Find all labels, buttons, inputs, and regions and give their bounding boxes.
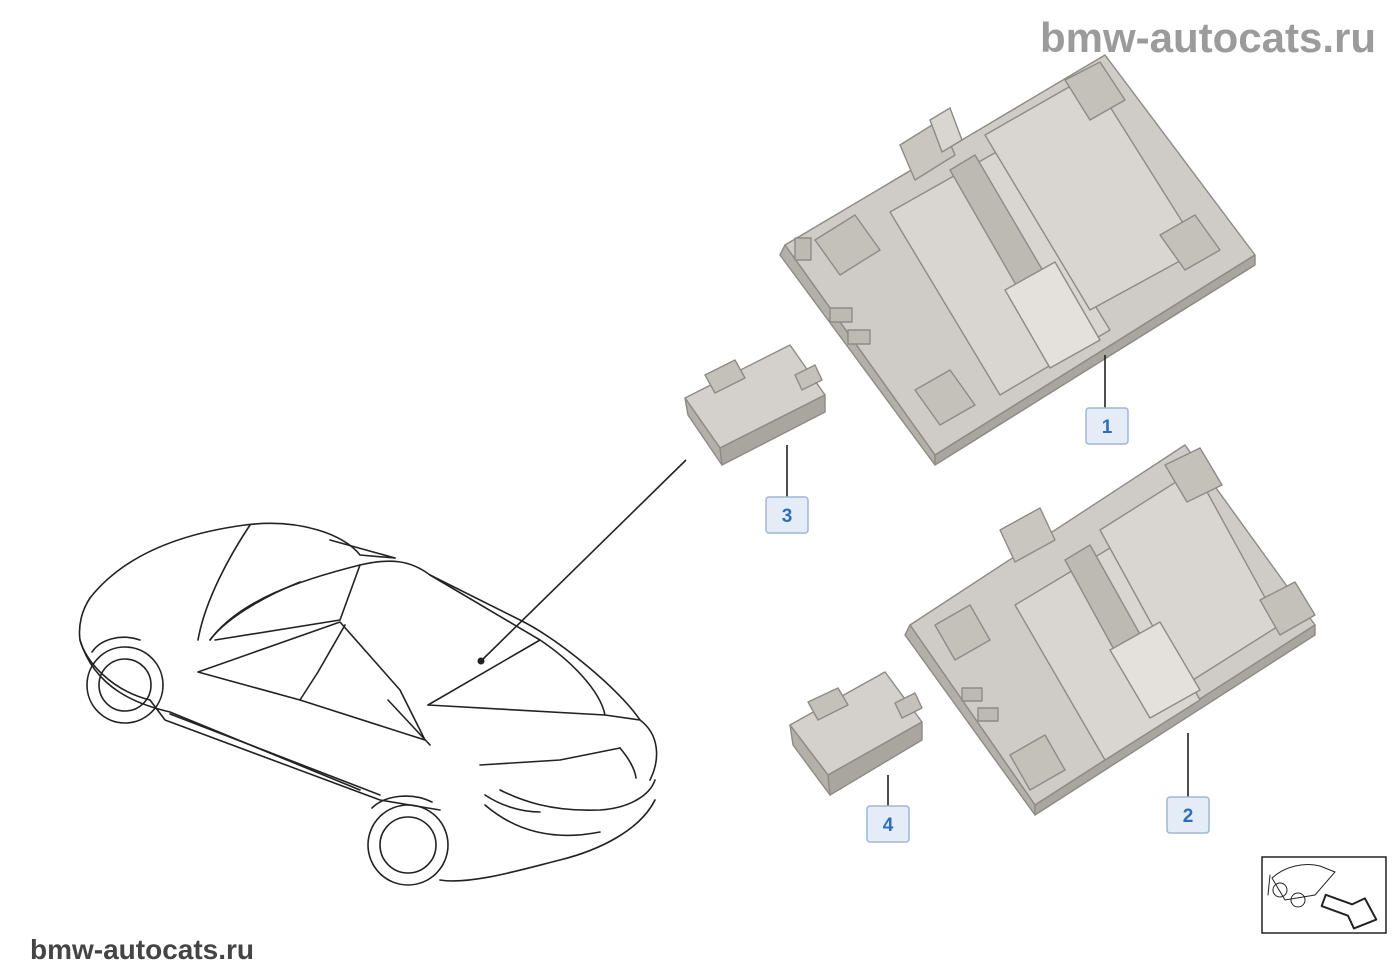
watermark-top: bmw-autocats.ru [1039, 14, 1376, 61]
callout-2: 2 [1166, 796, 1210, 834]
leader-lines [786, 355, 1189, 806]
nav-thumbnail[interactable] [1261, 856, 1387, 935]
leader-line-car [480, 459, 687, 662]
control-unit-2 [904, 444, 1316, 816]
callout-2-label: 2 [1183, 806, 1194, 827]
arrow-icon [1320, 893, 1378, 930]
car-outline-icon [1267, 864, 1336, 908]
module-3 [684, 344, 826, 466]
watermark-bottom: bmw-autocats.ru [30, 934, 255, 965]
callout-4: 4 [866, 805, 910, 843]
callout-1: 1 [1085, 407, 1129, 445]
callout-4-label: 4 [883, 815, 894, 836]
car-outline-icon [78, 522, 658, 886]
callout-1-label: 1 [1102, 417, 1113, 438]
callout-3-label: 3 [782, 506, 793, 527]
callout-3: 3 [765, 496, 809, 534]
module-4 [789, 671, 923, 796]
control-unit-1 [779, 54, 1256, 466]
